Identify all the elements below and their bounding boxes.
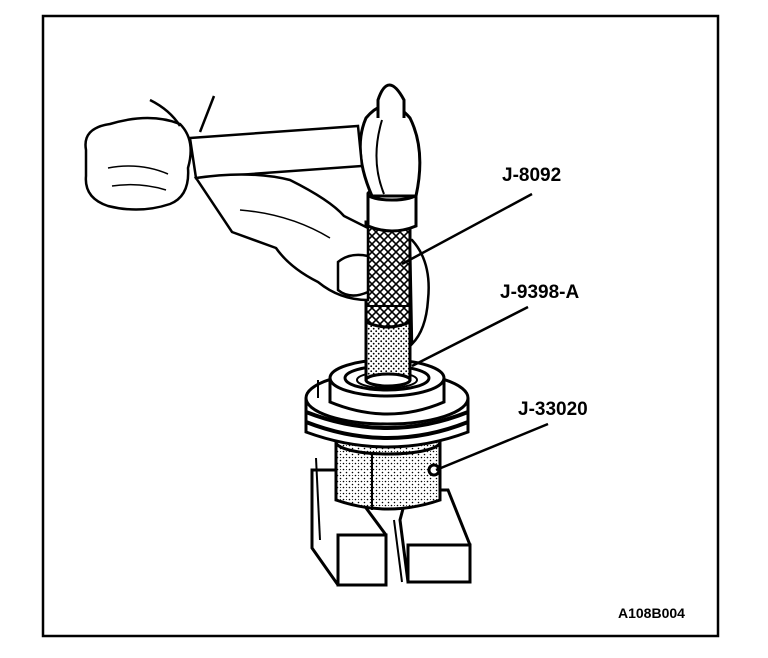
callout-j-9398-a: J-9398-A: [500, 282, 580, 303]
hammer-head: [358, 83, 422, 198]
leader-lines: [401, 192, 549, 472]
leader-j33020: [435, 422, 549, 472]
leader-j9398a: [411, 305, 529, 368]
bearing-installer: [364, 316, 412, 388]
lower-hand: [193, 173, 430, 347]
upper-hand: [84, 95, 364, 211]
wood-blocks: [310, 457, 472, 587]
figure-id: A108B004: [618, 605, 685, 621]
driver-handle: [364, 220, 412, 329]
callout-j-33020: J-33020: [518, 399, 588, 420]
figure-border: [41, 14, 720, 638]
callout-j-8092: J-8092: [502, 165, 562, 186]
leader-j8092: [401, 192, 533, 266]
